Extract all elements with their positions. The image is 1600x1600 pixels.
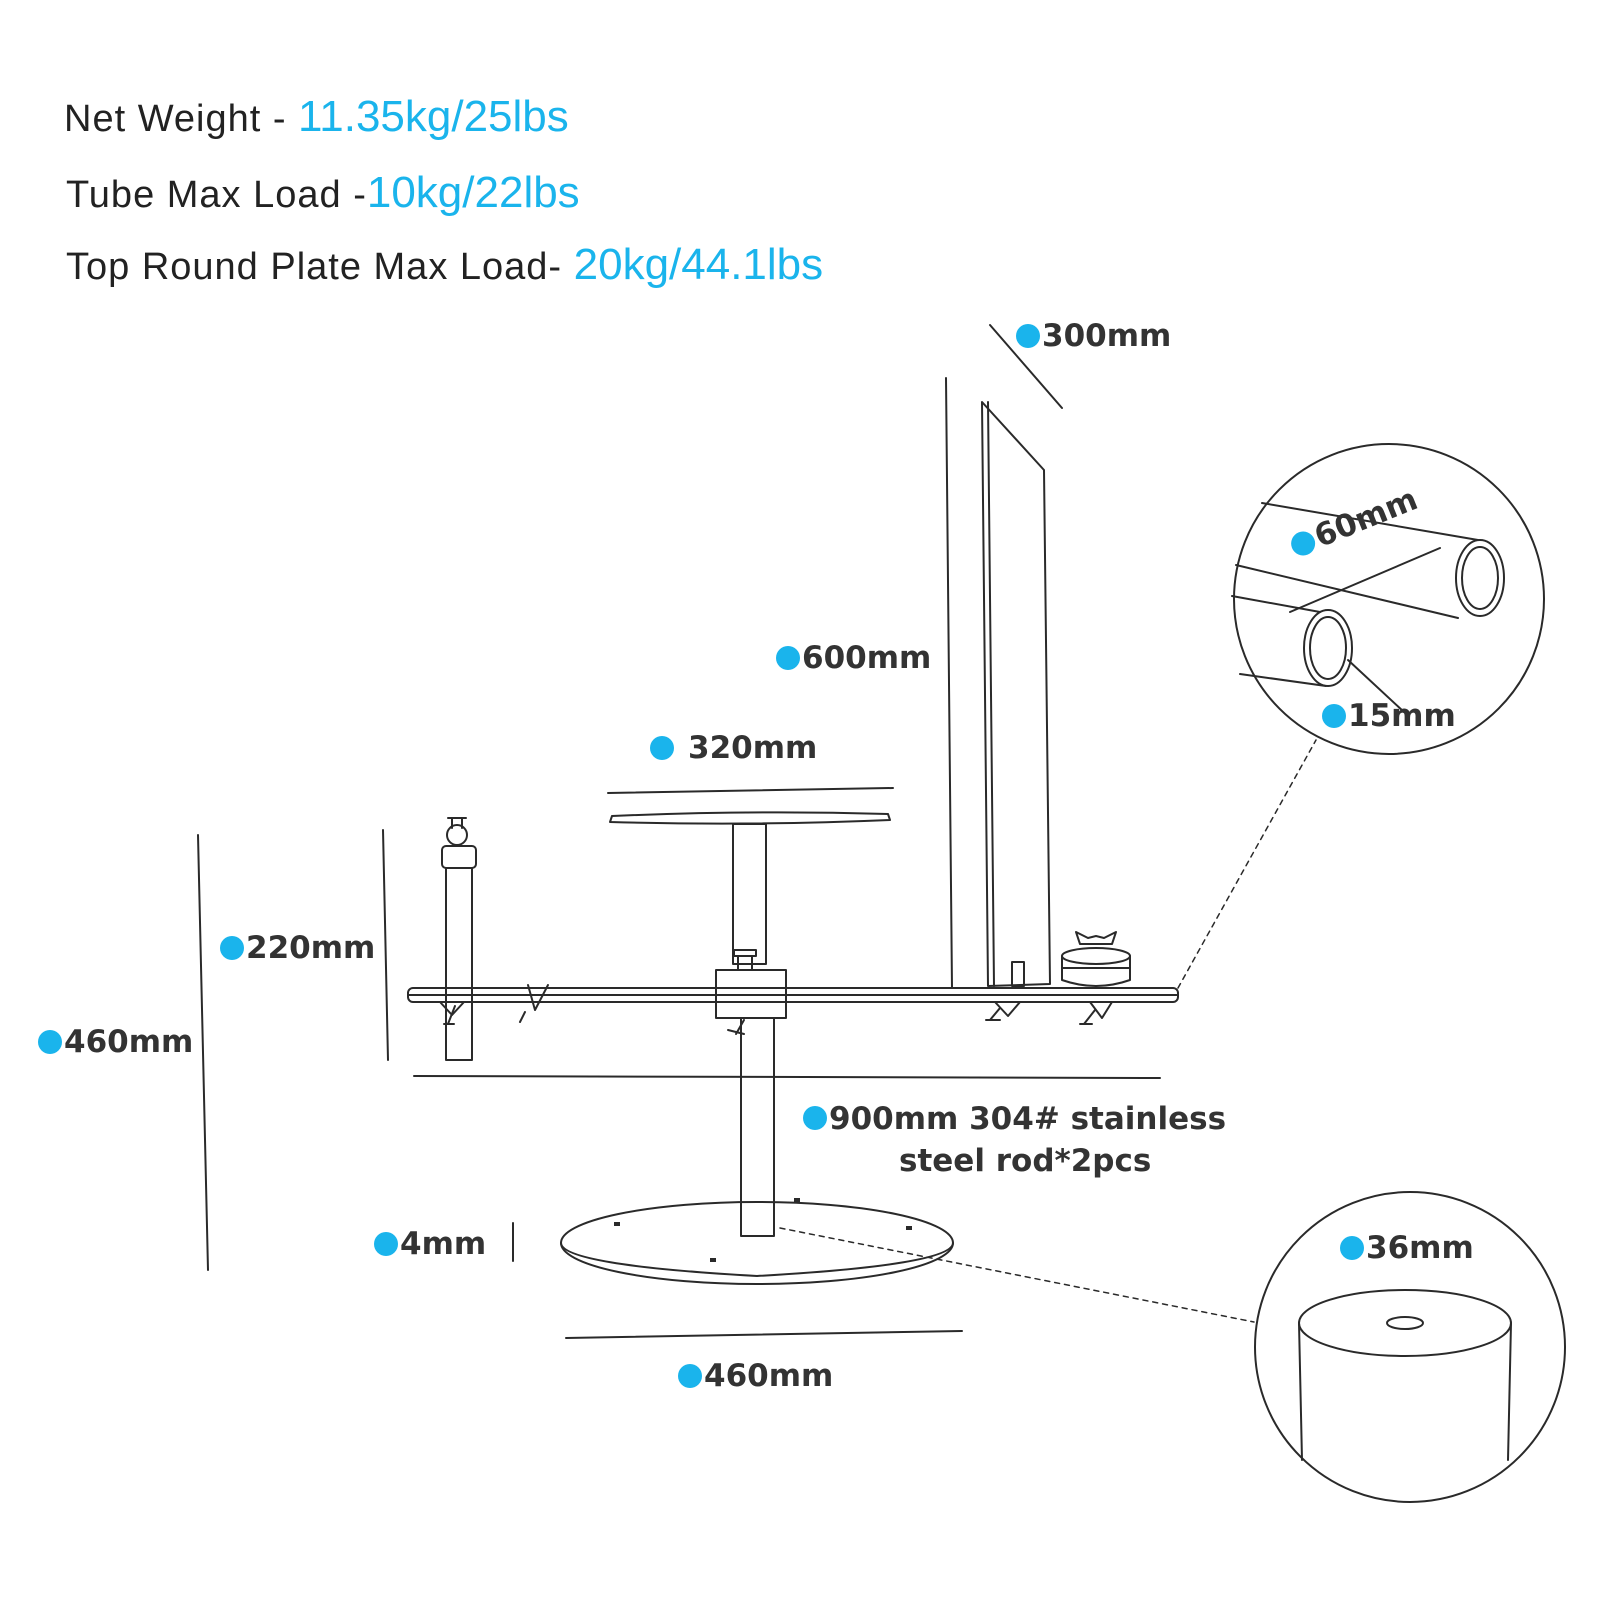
dim-tube-height: 220mm bbox=[220, 930, 375, 966]
camera-tube bbox=[442, 818, 476, 1060]
spec-value: 10kg/22lbs bbox=[366, 168, 580, 217]
dim-post-diameter: 36mm bbox=[1340, 1230, 1474, 1266]
panel-board bbox=[982, 402, 1050, 986]
column-body bbox=[741, 1018, 774, 1236]
support-column bbox=[741, 1018, 774, 1236]
dim-rod-length: 900mm 304# stainless steel rod*2pcs bbox=[803, 1098, 1226, 1182]
wing-nut-icon bbox=[1076, 932, 1116, 944]
spec-top-plate-max-load: Top Round Plate Max Load- 20kg/44.1lbs bbox=[66, 240, 823, 290]
tube-detail-circle bbox=[1234, 444, 1544, 754]
center-cross-clamp bbox=[716, 950, 786, 1034]
dim-base-thickness: 4mm bbox=[374, 1226, 486, 1262]
diameter-symbol-icon bbox=[1340, 1236, 1364, 1260]
tube-spacing-line bbox=[1290, 548, 1440, 612]
backdrop-panel bbox=[946, 378, 1050, 988]
total-height-line bbox=[198, 835, 208, 1270]
tube-body bbox=[446, 868, 472, 1060]
plate-post bbox=[733, 824, 766, 964]
rod-label-line2: steel rod*2pcs bbox=[899, 1143, 1152, 1179]
spec-net-weight: Net Weight - 11.35kg/25lbs bbox=[64, 92, 569, 142]
rod-clamps bbox=[440, 985, 1112, 1024]
spec-tube-max-load: Tube Max Load -10kg/22lbs bbox=[66, 168, 580, 218]
panel-clip bbox=[1012, 962, 1024, 986]
dot-icon bbox=[220, 936, 244, 960]
post-detail-circle bbox=[1255, 1192, 1565, 1502]
dim-plate-diameter: 320mm bbox=[650, 730, 817, 766]
rod-label-line1: 900mm 304# stainless bbox=[829, 1101, 1227, 1137]
spec-value: 11.35kg/25lbs bbox=[298, 92, 569, 141]
rod-length-line bbox=[414, 1076, 1160, 1078]
base-plate bbox=[561, 1198, 953, 1284]
dim-panel-height: 600mm bbox=[776, 640, 931, 676]
spec-label: Net Weight - bbox=[64, 98, 299, 140]
panel-height-line bbox=[946, 378, 952, 988]
panel-width-line bbox=[990, 325, 1062, 408]
dot-icon bbox=[38, 1030, 62, 1054]
tube-detail-callout bbox=[1178, 444, 1544, 988]
dot-icon bbox=[374, 1232, 398, 1256]
tube-height-line bbox=[383, 830, 388, 1060]
stainless-rods bbox=[408, 988, 1178, 1002]
tube-detail-leader bbox=[1178, 740, 1316, 988]
dim-tube-diameter: 15mm bbox=[1322, 698, 1456, 734]
dim-total-height: 460mm bbox=[38, 1024, 193, 1060]
diameter-symbol-icon bbox=[1322, 704, 1346, 728]
dot-icon bbox=[776, 646, 800, 670]
dimension-lines bbox=[198, 325, 1160, 1338]
dot-icon bbox=[650, 736, 674, 760]
plate-diameter-line bbox=[608, 788, 893, 793]
dim-panel-width: 300mm bbox=[1016, 318, 1171, 354]
dim-base-diameter: 460mm bbox=[678, 1358, 833, 1394]
base-diameter-line bbox=[566, 1331, 962, 1338]
ball-head bbox=[447, 825, 467, 845]
spec-label: Tube Max Load - bbox=[66, 174, 367, 216]
dot-icon bbox=[803, 1106, 827, 1130]
spec-value: 20kg/44.1lbs bbox=[573, 240, 824, 289]
spec-label: Top Round Plate Max Load- bbox=[66, 246, 574, 288]
top-round-plate bbox=[610, 812, 890, 964]
base-holes bbox=[614, 1198, 912, 1262]
dot-icon bbox=[678, 1364, 702, 1388]
tube-diameter-line bbox=[1348, 660, 1404, 712]
dot-icon bbox=[1016, 324, 1040, 348]
counterweight bbox=[1062, 932, 1130, 986]
post-detail-leader bbox=[780, 1228, 1254, 1322]
post-detail-callout bbox=[780, 1192, 1565, 1502]
